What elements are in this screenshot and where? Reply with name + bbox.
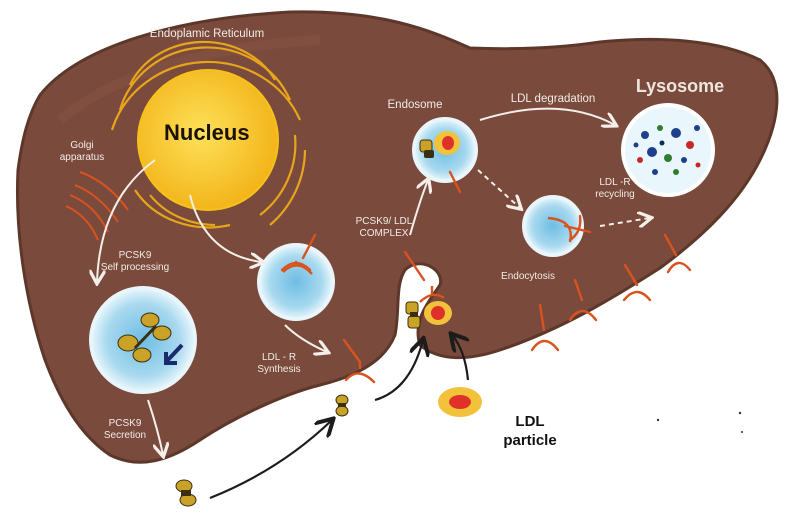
label-endoplasmic-reticulum: Endoplamic Reticulum (149, 28, 265, 40)
label-lysosome: Lysosome (635, 76, 725, 96)
label-ldlr-recycling: LDL -R recycling (595, 177, 635, 200)
lysosome-contents (633, 125, 701, 175)
ldl-complex-endosome (419, 131, 460, 158)
label-ldl-degradation: LDL degradation (510, 93, 596, 105)
light-arrows (97, 107, 650, 455)
ldl-receptors (280, 170, 692, 384)
pcsk9-ldl-complex-membrane (405, 286, 452, 329)
label-ldlr-synthesis: LDL - R Synthesis (257, 352, 301, 375)
golgi-apparatus (65, 171, 129, 241)
label-pcsk9-ldl-complex: PCSK9/ LDL COMPLEX (355, 216, 413, 239)
label-pcsk9-self-processing: PCSK9 Self processing (100, 250, 170, 273)
recycling-receptor (547, 216, 572, 243)
pcsk9-dimer-vesicle (117, 312, 184, 365)
label-pcsk9-secretion: PCSK9 Secretion (103, 418, 147, 441)
nucleus (137, 69, 279, 211)
label-nucleus: Nucleus (164, 120, 250, 145)
dark-arrows (209, 335, 468, 500)
endoplasmic-reticulum (110, 40, 307, 229)
label-golgi: Golgi apparatus (59, 140, 105, 163)
ldl-particle (438, 387, 482, 417)
label-endocytosis: Endocytosis (501, 271, 555, 282)
label-ldl-particle: LDL particle (503, 413, 557, 449)
lysosome (621, 103, 715, 197)
pcsk9-free-1 (335, 394, 349, 417)
vesicle-recycling (522, 195, 584, 257)
label-endosome: Endosome (387, 99, 443, 111)
pcsk9-free-2 (175, 479, 197, 507)
vesicle-synthesis (257, 243, 335, 321)
